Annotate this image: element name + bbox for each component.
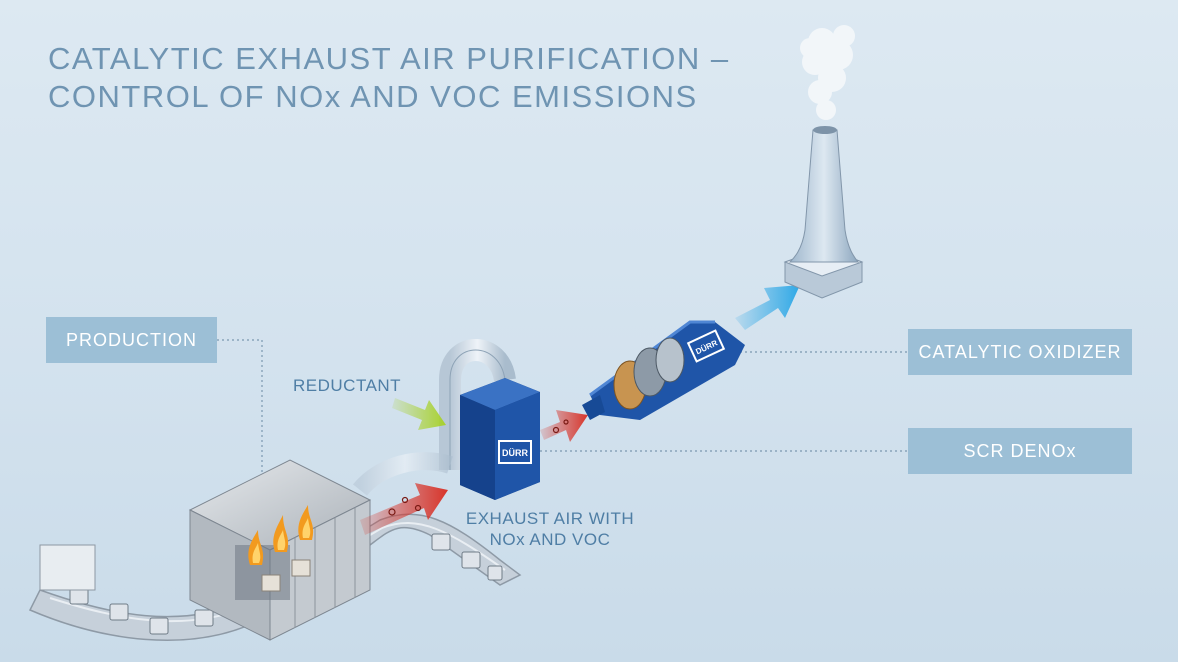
exhaust-label-line-2: NOx AND VOC xyxy=(489,530,611,549)
catalytic-oxidizer-label: CATALYTIC OXIDIZER xyxy=(918,341,1122,362)
scr-denox-unit: DÜRR xyxy=(460,378,540,500)
reductant-arrow xyxy=(392,398,446,430)
scr-denox-label: SCR DENOx xyxy=(963,440,1077,461)
title-line-1: CATALYTIC EXHAUST AIR PURIFICATION – xyxy=(48,41,730,76)
production-label: PRODUCTION xyxy=(66,329,197,350)
exhaust-arrow-1 xyxy=(360,483,448,535)
production-label-box: PRODUCTION xyxy=(46,317,217,363)
catalytic-oxidizer-unit: DÜRR xyxy=(582,320,745,420)
exhaust-arrow-2 xyxy=(540,410,588,442)
smoke-cloud xyxy=(800,25,855,120)
production-oven xyxy=(188,459,372,641)
diagram-title: CATALYTIC EXHAUST AIR PURIFICATION – CON… xyxy=(48,40,730,116)
clean-air-arrow xyxy=(735,285,800,330)
exhaust-label-line-1: EXHAUST AIR WITH xyxy=(465,509,635,528)
catalytic-oxidizer-label-box: CATALYTIC OXIDIZER xyxy=(908,329,1132,375)
duct-pipe xyxy=(352,339,516,497)
durr-logo-scr: DÜRR xyxy=(498,440,532,464)
connector-lines xyxy=(217,339,908,480)
scr-denox-label-box: SCR DENOx xyxy=(908,428,1132,474)
reductant-label: REDUCTANT xyxy=(293,376,402,395)
exhaust-air-label: EXHAUST AIR WITH NOx AND VOC xyxy=(463,508,637,550)
production-connector xyxy=(217,339,263,480)
exhaust-stack xyxy=(783,25,864,299)
durr-logo-oxidizer: DÜRR xyxy=(686,329,726,363)
honeycomb-catalyst xyxy=(613,337,685,410)
svg-text:DÜRR: DÜRR xyxy=(502,448,528,458)
title-line-2: CONTROL OF NOx AND VOC EMISSIONS xyxy=(48,79,698,114)
